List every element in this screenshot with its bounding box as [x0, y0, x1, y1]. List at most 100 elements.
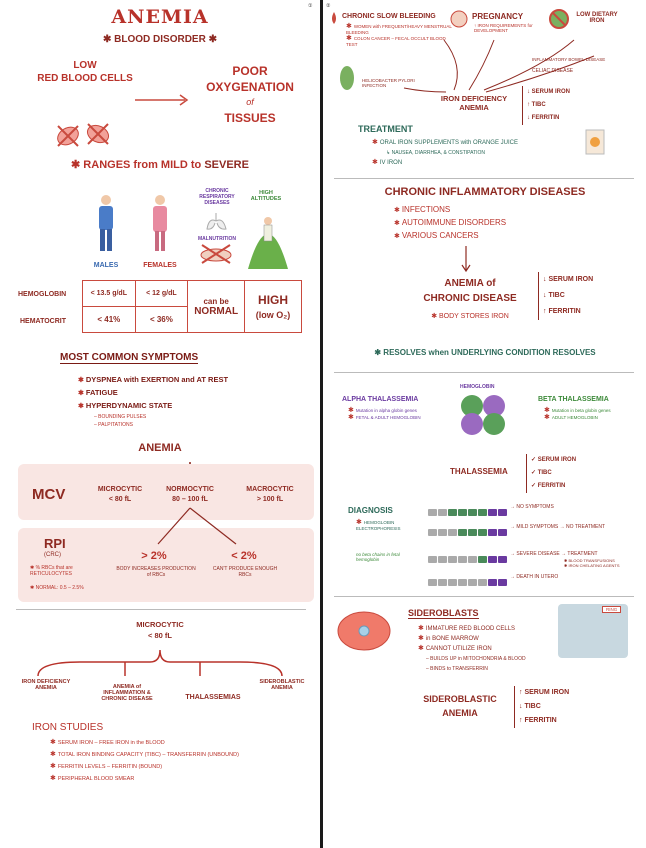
male-figure-icon: [99, 195, 113, 251]
mcv-panel: [18, 464, 314, 520]
micrograph: [558, 604, 628, 658]
can-be-label: can be: [203, 296, 229, 306]
normocytic-label: NORMOCYTIC: [166, 486, 214, 493]
treatment-title: TREATMENT: [358, 124, 413, 134]
mcv-label: MCV: [32, 486, 66, 503]
treatment-detail: ✱ BLOOD TRANSFUSIONS ✱ IRON CHELATING AG…: [564, 558, 634, 568]
lab-serum-iron: ✓ SERUM IRON: [531, 457, 577, 463]
mountain-figure-icon: [248, 217, 288, 269]
lab-serum-iron: ↓ SERUM IRON: [543, 276, 594, 283]
alpha-list: Mutation in alpha globin genes FETAL & A…: [348, 407, 428, 421]
alpha-item: Mutation in alpha globin genes: [348, 407, 428, 414]
outcome-label: → NO SYMPTOMS: [510, 504, 554, 510]
microcytic2-label: MICROCYTIC: [136, 620, 184, 629]
left-page: ① ANEMIA ✱ BLOOD DISORDER ✱ LOW RED BLOO…: [0, 0, 320, 848]
symptom-item: HYPERDYNAMIC STATE: [78, 400, 228, 413]
treatment-list: ORAL IRON SUPPLEMENTS with ORANGE JUICE …: [372, 138, 518, 168]
symptoms-title: MOST COMMON SYMPTOMS: [60, 352, 199, 364]
subtitle: ✱ BLOOD DISORDER ✱: [103, 34, 217, 45]
females-label: FEMALES: [143, 262, 177, 269]
lab-ferritin: ✓ FERRITIN: [531, 483, 566, 489]
resolves-note: ✱ RESOLVES when UNDERLYING CONDITION RES…: [374, 348, 596, 357]
electrophoresis-label: HEMOGLOBIN ELECTROPHORESIS: [356, 520, 401, 531]
ida-title: IRON DEFICIENCY ANEMIA: [440, 94, 508, 112]
bleeding-item: COLON CANCER – FECAL OCCULT BLOOD TEST: [346, 36, 456, 48]
acd-title: ANEMIA of: [444, 278, 496, 289]
hemoglobin-label: HEMOGLOBIN: [460, 384, 495, 390]
alpha-title: ALPHA THALASSEMIA: [342, 396, 419, 403]
symptom-list: DYSPNEA with EXERTION and AT REST FATIGU…: [78, 374, 228, 429]
hematocrit-label: HEMATOCRIT: [20, 318, 67, 325]
lab-serum-iron: ↓ SERUM IRON: [527, 89, 571, 95]
rpi-arrows: [157, 507, 237, 545]
section-divider: [16, 609, 306, 610]
lab-tibc: ✓ TIBC: [531, 470, 552, 476]
outcome-label: → MILD SYMPTOMS → NO TREATMENT: [510, 524, 606, 530]
sideroblast-item: in BONE MARROW: [418, 634, 526, 644]
treatment-sub: ↳ NAUSEA, DIARRHEA, & CONSTIPATION: [386, 150, 486, 156]
cid-item: AUTOIMMUNE DISORDERS: [394, 217, 506, 230]
hpylori-label: HELICOBACTER PYLORI INFECTION: [362, 78, 415, 88]
malnutrition-icon: [200, 244, 232, 264]
normal-label: NORMAL: [194, 305, 239, 317]
treatment-item: ORAL IRON SUPPLEMENTS with ORANGE JUICE: [372, 138, 518, 148]
no-food-icon: [549, 9, 569, 29]
cid-item: INFECTIONS: [394, 204, 506, 217]
symptom-item: DYSPNEA with EXERTION and AT REST: [78, 374, 228, 387]
poor-label: POOR: [232, 64, 268, 78]
normocytic-value: 80 – 100 fL: [172, 496, 208, 503]
bleeding-item: WOMEN with FREQUENT/HEAVY MENSTRUAL BLEE…: [346, 24, 456, 36]
high-altitudes-label: HIGH ALTITUDES: [250, 190, 282, 202]
iron-study-item: FERRITIN LEVELS – FERRITIN (BOUND): [50, 761, 239, 773]
outcome-label: → SEVERE DISEASE → TREATMENT: [510, 551, 598, 557]
genotype-row: [428, 503, 508, 521]
section-divider: [334, 178, 634, 179]
treatment-detail-item: ✱ BLOOD TRANSFUSIONS: [564, 558, 615, 563]
cid-list: INFECTIONS AUTOIMMUNE DISORDERS VARIOUS …: [394, 204, 506, 243]
cid-title: CHRONIC INFLAMMATORY DISEASES: [384, 186, 586, 198]
sideroblast-item: IMMATURE RED BLOOD CELLS: [418, 624, 526, 634]
diagnosis-title: DIAGNOSIS: [348, 506, 393, 515]
orange-juice-icon: [585, 129, 605, 155]
lab-ferritin: ↑ FERRITIN: [519, 717, 557, 724]
low-dietary-label: LOW DIETARY IRON: [576, 12, 618, 24]
rpi-note: ✱ % RBCs that are RETICULOCYTES: [30, 565, 73, 577]
beta-list: Mutation in beta globin genes ADULT HEMO…: [544, 407, 624, 421]
lab-serum-iron: ↑ SERUM IRON: [519, 689, 570, 696]
sideroblast-cell-icon: [337, 611, 391, 651]
sideroblastic-label: SIDEROBLASTIC ANEMIA: [259, 679, 305, 691]
diagnosis-item: HEMOGLOBIN ELECTROPHORESIS: [356, 518, 416, 531]
page-number: ①: [308, 3, 313, 9]
sideroblastic-title: SIDEROBLASTIC: [423, 694, 497, 704]
lab-ferritin: ↓ FERRITIN: [527, 115, 560, 121]
rbc-label: RED BLOOD CELLS: [37, 73, 133, 84]
beta-item: Mutation in beta globin genes: [544, 407, 624, 414]
section-divider: [334, 596, 634, 597]
blood-drop-icon: [332, 12, 336, 24]
pregnancy-icon: [450, 10, 468, 28]
of-label: of: [246, 97, 254, 107]
lab-ferritin: ↑ FERRITIN: [543, 308, 581, 315]
iron-study-item: SERUM IRON – FREE IRON in the BLOOD: [50, 737, 239, 749]
right-page: ② CHRONIC SLOW BLEEDING WOMEN with FREQU…: [324, 0, 646, 848]
hct-female-cell: < 36%: [134, 306, 189, 333]
outcome-label: → DEATH IN UTERO: [510, 574, 559, 580]
cid-item: VARIOUS CANCERS: [394, 230, 506, 243]
down-arrow-icon: [461, 246, 471, 273]
macrocytic-label: MACROCYTIC: [246, 486, 294, 493]
thal-labs: ✓ SERUM IRON ✓ TIBC ✓ FERRITIN: [526, 454, 576, 493]
chronic-bleeding-label: CHRONIC SLOW BLEEDING: [342, 13, 436, 20]
sideroblastic-title2: ANEMIA: [442, 708, 478, 718]
celiac-label: CELIAC DISEASE: [532, 68, 574, 74]
rpi-label: RPI: [44, 536, 66, 551]
chronic-respiratory-label: CHRONIC RESPIRATORY DISEASES: [199, 188, 235, 206]
sideroblast-sub: – BINDS to TRANSFERRIN: [426, 666, 488, 672]
hct-male-cell: < 41%: [82, 306, 136, 333]
hemoglobin-label: HEMOGLOBIN: [18, 291, 67, 298]
rpi-panel: [18, 528, 314, 602]
iron-studies-title: IRON STUDIES: [32, 722, 104, 733]
bacteria-icon: [340, 66, 354, 90]
acd-labs: ↓ SERUM IRON ↓ TIBC ↑ FERRITIN: [538, 272, 593, 320]
page-title: ANEMIA: [111, 6, 209, 28]
